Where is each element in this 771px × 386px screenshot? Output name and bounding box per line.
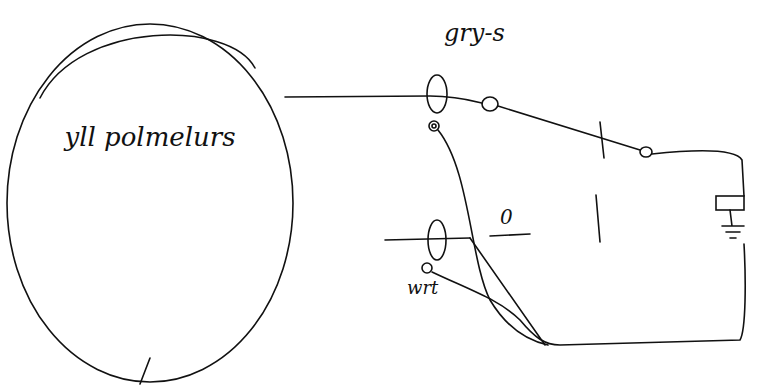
wire (490, 234, 530, 236)
handwritten-label: wrt (405, 278, 440, 298)
tick (596, 195, 600, 242)
outline-circle: yll polmelurs (5, 22, 295, 384)
inner-arc (40, 35, 255, 98)
top-wire (285, 96, 482, 103)
top-wire (498, 106, 640, 150)
terminal (716, 196, 744, 210)
wire (438, 130, 548, 345)
ring (427, 75, 447, 113)
ring (422, 263, 432, 273)
ring (428, 220, 446, 260)
ring (432, 124, 436, 128)
tick (600, 122, 604, 158)
ground-symbol (722, 210, 744, 238)
return-wire (432, 244, 745, 345)
circle-outline (5, 22, 295, 384)
slash-mark (140, 358, 150, 384)
wire (470, 238, 545, 345)
top-wire (652, 151, 744, 196)
node-text: yll polmelurs (5, 122, 295, 152)
ring (482, 97, 498, 111)
handwritten-label: gry-s (442, 20, 507, 46)
ring (640, 147, 652, 157)
handwritten-label: 0 (498, 206, 515, 228)
